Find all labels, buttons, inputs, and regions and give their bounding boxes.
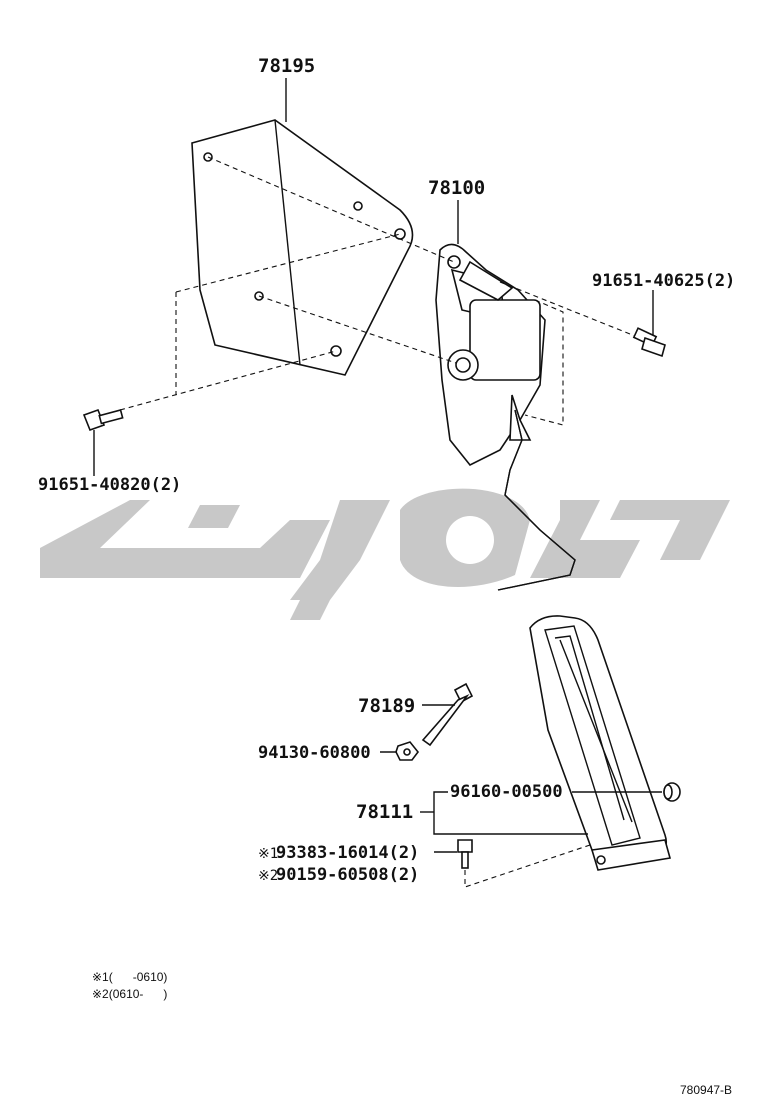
stopper-bolt-icon <box>421 682 474 747</box>
part-label-bolt-upper-right: 91651-40625(2) <box>592 271 735 291</box>
pedal-sensor-assembly <box>435 243 546 467</box>
pedal-pad <box>529 615 672 871</box>
diagram-code: 780947-B <box>680 1083 732 1097</box>
note-1: ※1( -0610) <box>92 970 167 984</box>
part-label-cushion: 96160-00500 <box>450 782 563 802</box>
note-2: ※2(0610- ) <box>92 987 167 1001</box>
part-label-stopper-bolt: 78189 <box>358 695 415 717</box>
screw-2-mark: ※2 <box>258 868 278 884</box>
brand-logo-watermark <box>40 488 730 620</box>
cushion-icon <box>663 782 681 802</box>
screw-1-mark: ※1 <box>258 846 278 862</box>
part-label-pedal-arm: 78111 <box>356 801 413 823</box>
bolt-left-icon <box>82 408 124 432</box>
nut-icon <box>395 741 420 761</box>
part-label-nut: 94130-60800 <box>258 743 371 763</box>
part-label-screw-2: 90159-60508(2) <box>276 865 419 885</box>
part-label-pedal-sensor: 78100 <box>428 177 485 199</box>
part-label-bracket: 78195 <box>258 55 315 77</box>
part-label-screw-1: 93383-16014(2) <box>276 843 419 863</box>
screw-icon <box>457 839 473 869</box>
bolt-upper-right-icon <box>632 327 666 358</box>
part-label-bolt-left: 91651-40820(2) <box>38 475 181 495</box>
